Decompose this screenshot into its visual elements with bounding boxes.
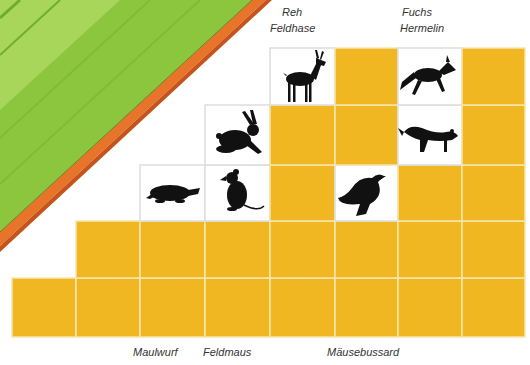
animal-label: Mäusebussard xyxy=(327,346,399,359)
mole-silhouette xyxy=(146,185,200,203)
animal-label: Fuchs xyxy=(402,6,432,19)
animal-label: Hermelin xyxy=(400,22,444,35)
field-stripe xyxy=(0,0,120,110)
buzzard-silhouette xyxy=(338,174,386,216)
staircase-grid xyxy=(12,48,525,337)
animal-label: Feldhase xyxy=(270,22,315,35)
animal-label: Maulwurf xyxy=(133,346,178,359)
ermine-silhouette xyxy=(398,127,458,152)
animal-label: Feldmaus xyxy=(203,346,251,359)
animal-label: Reh xyxy=(282,6,302,19)
deer-silhouette xyxy=(283,50,326,102)
mouse-silhouette xyxy=(220,169,264,211)
fox-silhouette xyxy=(400,55,456,95)
hare-silhouette xyxy=(216,110,262,154)
